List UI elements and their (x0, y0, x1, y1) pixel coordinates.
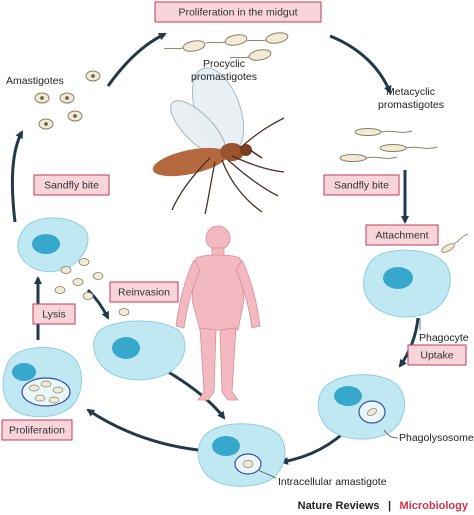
metacyclic-promastigotes (339, 128, 438, 162)
arrow-lysis-to-reinvasion (86, 288, 110, 320)
label-metacyclic-line1: Metacyclic (386, 86, 435, 98)
box-sandfly-bite-right-label: Sandfly bite (334, 180, 389, 192)
footer-section: Microbiology (400, 500, 469, 512)
box-sandfly-bite-left-label: Sandfly bite (44, 180, 99, 192)
box-proliferation-midgut-label: Proliferation in the midgut (178, 7, 297, 19)
label-procyclic-line1: Procyclic (203, 58, 245, 70)
box-attachment-label: Attachment (375, 230, 428, 242)
arrow-sandfly-bite-to-amastigotes (10, 130, 24, 223)
arrow-amastigote-to-proliferation (86, 408, 199, 452)
arrow-phagocyte-to-uptake (398, 317, 420, 368)
label-phagolysosome: Phagolysosome (399, 432, 474, 444)
box-reinvasion-label: Reinvasion (118, 287, 170, 299)
footer-journal: Nature Reviews (298, 500, 380, 512)
label-amastigotes: Amastigotes (6, 75, 64, 87)
sandfly-illustration (152, 67, 285, 215)
arrow-reinvasion-to-amastigote (164, 368, 226, 420)
human-silhouette (175, 225, 261, 401)
box-proliferation: Proliferation (1, 419, 73, 441)
host-cell-proliferating (2, 346, 83, 418)
host-cell-phagolysosome (317, 374, 405, 440)
amastigote-group-top (34, 70, 101, 130)
box-lysis-label: Lysis (42, 309, 66, 321)
label-procyclic-line2: promastigotes (191, 71, 257, 83)
leader-lines (257, 318, 421, 479)
host-cell-lysing (17, 217, 104, 300)
label-intracellular-amastigote: Intracellular amastigote (278, 476, 387, 488)
host-cell-reinvasion (93, 308, 186, 381)
box-proliferation-midgut: Proliferation in the midgut (154, 1, 322, 23)
arrow-midgut-to-metacyclic (329, 34, 392, 94)
host-cell-intracellular-amastigote (197, 423, 286, 487)
host-cell-phagocyte (363, 233, 469, 318)
box-lysis: Lysis (32, 303, 76, 325)
box-sandfly-bite-right: Sandfly bite (323, 174, 400, 196)
box-uptake: Uptake (407, 344, 467, 366)
box-proliferation-label: Proliferation (9, 425, 65, 437)
footer-credit: Nature Reviews | Microbiology (298, 496, 469, 513)
label-phagocyte: Phagocyte (419, 332, 469, 344)
arrow-top-left-to-midgut (106, 32, 167, 87)
box-reinvasion: Reinvasion (109, 281, 179, 303)
box-attachment: Attachment (365, 224, 439, 246)
box-sandfly-bite-left: Sandfly bite (33, 174, 110, 196)
label-metacyclic-line2: promastigotes (378, 99, 444, 111)
procyclic-promastigotes (163, 32, 289, 61)
footer-separator: | (388, 500, 391, 512)
box-uptake-label: Uptake (420, 350, 453, 362)
